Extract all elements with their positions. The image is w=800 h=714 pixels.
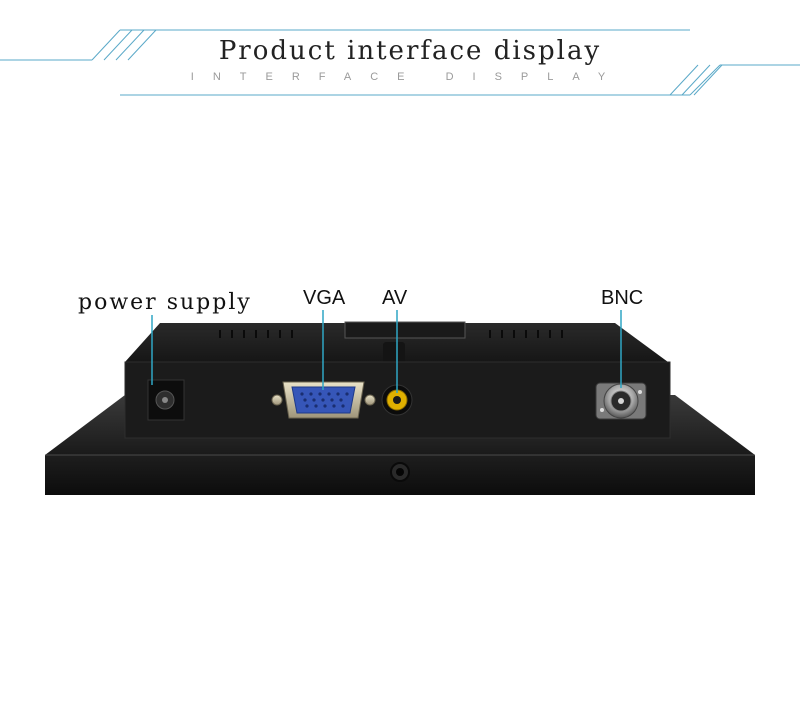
header-left-slash-2 [103,29,133,61]
rear-label-sticker [344,321,466,339]
mount-hole-center [396,468,404,476]
page-title: Product interface display [218,36,602,66]
vga-port [271,381,376,419]
header-right-slash-4 [689,64,721,96]
vga-label: VGA [303,287,346,309]
bnc-connector [595,382,647,420]
header-right-slash-1 [669,64,699,96]
header-right-slash-2 [681,64,711,96]
header-decoration [0,29,800,96]
av-label: AV [382,287,408,309]
power-jack-pin [162,397,168,403]
header-left-slash-1 [91,29,121,61]
page-subtitle: INTERFACE DISPLAY [190,71,625,83]
bnc-label: BNC [601,287,644,309]
section-header: Product interface display INTERFACE DISP… [0,0,800,110]
device-photo [45,310,755,495]
av-jack [381,384,413,416]
header-left-slash-3 [115,29,145,61]
vent-slots [219,330,563,338]
header-right-slash-3 [693,64,723,96]
cable-grommet [383,342,405,364]
header-left-slash-4 [127,29,157,61]
power-supply-label: power supply [78,290,252,315]
